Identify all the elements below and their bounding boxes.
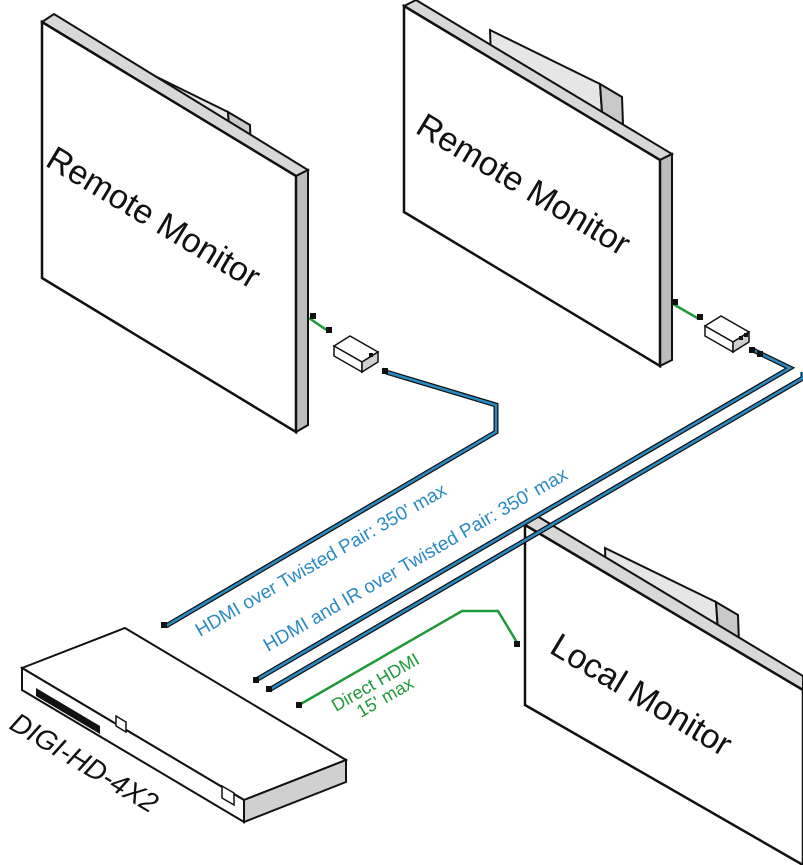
- hdmi-lead-monitor-2: [672, 302, 700, 321]
- local-monitor: Local Monitor: [523, 514, 803, 865]
- hdmi-lead-monitor-1: [308, 316, 329, 333]
- remote-monitor-1: Remote Monitor: [40, 12, 311, 435]
- digi-hd-4x2-device: DIGI-HD-4X2: [5, 626, 349, 824]
- remote-monitor-2: Remote Monitor: [401, 0, 675, 369]
- direct-hdmi-cable: [298, 609, 520, 707]
- balun-1: [332, 335, 380, 374]
- connector-dots: [161, 299, 763, 708]
- balun-2: [703, 315, 751, 354]
